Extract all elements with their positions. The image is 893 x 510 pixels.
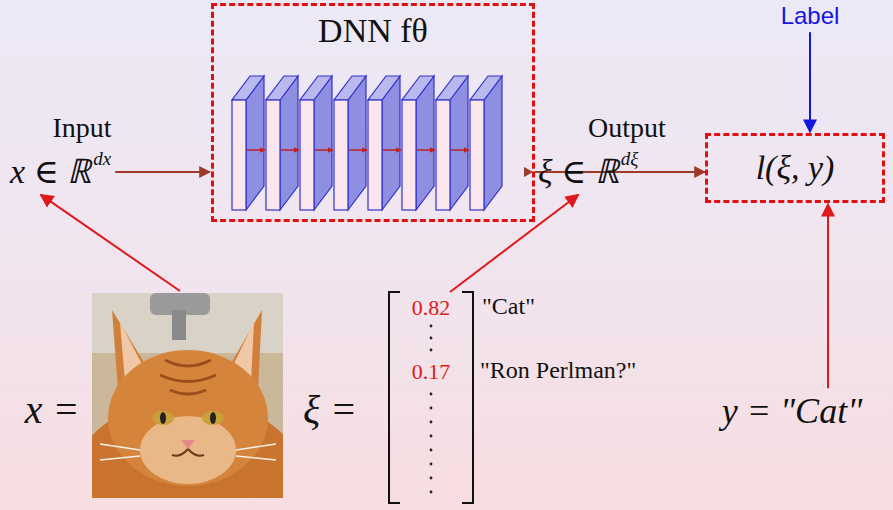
probability-value: 0.82: [412, 296, 451, 320]
network-title: DNN fθ: [214, 12, 532, 49]
label-equals: y = "Cat": [722, 392, 863, 432]
layer-front: [368, 100, 382, 210]
layer-front: [402, 100, 416, 210]
layer-arrow: [281, 149, 299, 151]
layer-top: [266, 76, 298, 100]
layer-top: [470, 76, 502, 100]
dot: [430, 435, 433, 438]
layer-arrow: [247, 149, 265, 151]
vector-bracket: [389, 292, 400, 503]
dot: [430, 463, 433, 466]
output-equals: ξ =: [303, 388, 357, 432]
input-space: x ∈ ℝ: [10, 153, 91, 190]
dot: [430, 393, 433, 396]
label-title: Label: [781, 3, 840, 29]
layer-front: [300, 100, 314, 210]
input-arrow: [115, 171, 210, 173]
vector-bracket: [462, 292, 473, 503]
label-arrow: [809, 32, 811, 132]
dot: [430, 491, 433, 494]
dot: [430, 325, 433, 328]
network-box: DNN fθ: [211, 3, 535, 222]
layer-arrow: [417, 149, 435, 151]
layer-front: [232, 100, 246, 210]
layer-top: [436, 76, 468, 100]
dot: [430, 337, 433, 340]
loss-box: l(ξ, y): [705, 133, 885, 203]
loss-formula: l(ξ, y): [756, 149, 835, 186]
dot: [430, 407, 433, 410]
dot: [430, 477, 433, 480]
output-title: Output: [588, 113, 666, 144]
pointer-arrow: [827, 204, 829, 388]
layer-top: [368, 76, 400, 100]
dot: [430, 349, 433, 352]
output-space: ξ ∈ ℝ: [538, 153, 619, 190]
pointer-arrow: [41, 195, 180, 291]
input-dimension: dx: [93, 149, 111, 170]
dot: [430, 449, 433, 452]
ellipsis-dots: [430, 325, 433, 494]
network-layers: [232, 76, 502, 210]
layer-top: [232, 76, 264, 100]
dot: [430, 421, 433, 424]
layer-front: [436, 100, 450, 210]
layer-arrow: [451, 149, 469, 151]
layer-arrow: [383, 149, 401, 151]
cat-photo: [92, 293, 283, 498]
class-name: "Ron Perlman?": [480, 357, 636, 383]
layer-arrow: [349, 149, 367, 151]
layer-top: [402, 76, 434, 100]
layer-arrow: [315, 149, 333, 151]
output-dimension: dξ: [621, 149, 639, 170]
layer-top: [334, 76, 366, 100]
input-equals: x =: [25, 388, 80, 432]
probability-value: 0.17: [412, 360, 451, 384]
layer-front: [470, 100, 484, 210]
layer-front: [334, 100, 348, 210]
layer-top: [300, 76, 332, 100]
class-name: "Cat": [482, 293, 535, 319]
layer-front: [266, 100, 280, 210]
arrow-head: [524, 167, 533, 177]
leader-arrows: [41, 32, 828, 388]
pointer-arrow: [450, 195, 578, 292]
input-title: Input: [52, 113, 111, 144]
